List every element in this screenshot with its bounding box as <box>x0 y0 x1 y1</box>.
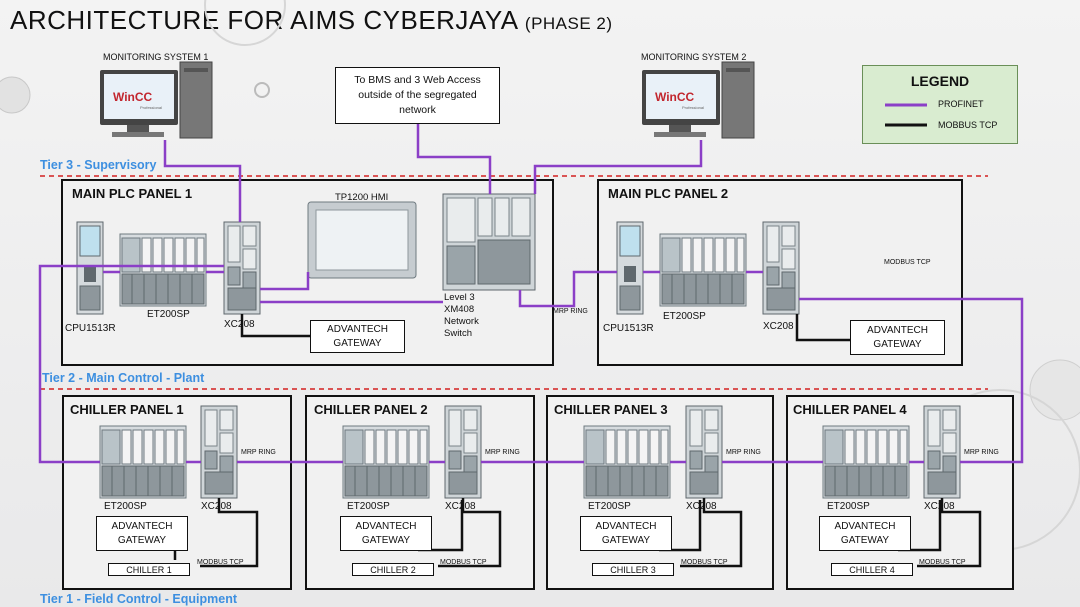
switch-label: Level 3 XM408 Network Switch <box>444 292 479 339</box>
chiller-panel-3-title: CHILLER PANEL 3 <box>554 402 668 417</box>
main-panel-2-modbus-label: MODBUS TCP <box>884 259 931 266</box>
monitoring-system-1-computer: WinCC Professional <box>100 61 213 139</box>
cpu-1-label: CPU1513R <box>65 323 116 334</box>
wincc-edition-2: Professional <box>682 105 704 110</box>
xc208-chiller-3-device <box>685 405 723 499</box>
xc208-chiller-1-label: XC208 <box>201 501 232 512</box>
cpu1513r-2-device <box>616 221 644 315</box>
advantech-gateway-chiller-1: ADVANTECH GATEWAY <box>96 516 188 551</box>
wincc-logo-2: WinCC <box>655 90 695 104</box>
advantech-gateway-chiller-3: ADVANTECH GATEWAY <box>580 516 672 551</box>
advantech-gateway-main-2: ADVANTECH GATEWAY <box>850 320 945 355</box>
xc208-chiller-2-device <box>444 405 482 499</box>
wincc-edition-1: Professional <box>140 105 162 110</box>
tp1200-hmi-device <box>307 201 417 279</box>
cpu-2-label: CPU1513R <box>603 323 654 334</box>
xc208-main-2-device <box>762 221 800 315</box>
modbus-chiller-1-label: MODBUS TCP <box>197 559 244 566</box>
advantech-gateway-chiller-2: ADVANTECH GATEWAY <box>340 516 432 551</box>
chiller-1-box: CHILLER 1 <box>108 563 190 576</box>
modbus-wiring <box>173 314 982 568</box>
cpu1513r-1-device <box>76 221 104 315</box>
advantech-gateway-main-1: ADVANTECH GATEWAY <box>310 320 405 353</box>
legend-title: LEGEND <box>910 73 970 89</box>
et200sp-chiller-1-device <box>99 425 187 499</box>
et200sp-chiller-4-device <box>822 425 910 499</box>
et200sp-chiller-3-device <box>583 425 671 499</box>
monitoring-system-2-computer: WinCC Professional <box>642 61 755 139</box>
et200sp-main-2-device <box>659 233 747 307</box>
main-plc-panel-1-title: MAIN PLC PANEL 1 <box>72 186 193 201</box>
legend-profinet-label: PROFINET <box>938 99 984 109</box>
monitoring-system-1-label: MONITORING SYSTEM 1 <box>103 52 209 62</box>
xc208-main-1-label: XC208 <box>224 319 255 330</box>
xc208-main-1-device <box>223 221 261 315</box>
et200sp-chiller-4-label: ET200SP <box>827 501 870 512</box>
modbus-chiller-2-label: MODBUS TCP <box>440 559 487 566</box>
et200sp-chiller-2-label: ET200SP <box>347 501 390 512</box>
xc208-chiller-4-device <box>923 405 961 499</box>
xc208-main-2-label: XC208 <box>763 321 794 332</box>
bms-web-access-box: To BMS and 3 Web Access outside of the s… <box>335 67 500 124</box>
chiller-2-box: CHILLER 2 <box>352 563 434 576</box>
chiller-3-box: CHILLER 3 <box>592 563 674 576</box>
hmi-label: TP1200 HMI <box>335 192 389 203</box>
chiller-panel-1-title: CHILLER PANEL 1 <box>70 402 184 417</box>
mrp-ring-chiller-4-label: MRP RING <box>964 449 999 456</box>
tier-3-label: Tier 3 - Supervisory <box>40 158 157 172</box>
title-main: ARCHITECTURE FOR AIMS CYBERJAYA <box>10 5 518 35</box>
profinet-wiring <box>38 124 1024 464</box>
monitoring-system-2-label: MONITORING SYSTEM 2 <box>641 52 747 62</box>
xc208-chiller-1-device <box>200 405 238 499</box>
legend-modbus-label: MOBBUS TCP <box>938 120 998 130</box>
et200sp-chiller-2-device <box>342 425 430 499</box>
et200sp-main-2-label: ET200SP <box>663 311 706 322</box>
chiller-4-box: CHILLER 4 <box>831 563 913 576</box>
xc208-chiller-2-label: XC208 <box>445 501 476 512</box>
tier-1-label: Tier 1 - Field Control - Equipment <box>40 592 237 606</box>
xc208-chiller-3-label: XC208 <box>686 501 717 512</box>
tier-2-label: Tier 2 - Main Control - Plant <box>42 371 205 385</box>
xm408-switch-device <box>442 193 536 291</box>
et200sp-main-1-device <box>119 233 207 307</box>
legend: LEGEND PROFINET MOBBUS TCP <box>862 65 1018 144</box>
et200sp-chiller-1-label: ET200SP <box>104 501 147 512</box>
mrp-ring-chiller-2-label: MRP RING <box>485 449 520 456</box>
main-plc-panel-2-title: MAIN PLC PANEL 2 <box>608 186 729 201</box>
et200sp-chiller-3-label: ET200SP <box>588 501 631 512</box>
mrp-ring-chiller-3-label: MRP RING <box>726 449 761 456</box>
page-title: ARCHITECTURE FOR AIMS CYBERJAYA (PHASE 2… <box>10 5 613 36</box>
wincc-logo-1: WinCC <box>113 90 153 104</box>
mrp-ring-main-label: MRP RING <box>553 308 588 315</box>
advantech-gateway-chiller-4: ADVANTECH GATEWAY <box>819 516 911 551</box>
modbus-chiller-3-label: MODBUS TCP <box>681 559 728 566</box>
chiller-panel-2-title: CHILLER PANEL 2 <box>314 402 428 417</box>
modbus-chiller-4-label: MODBUS TCP <box>919 559 966 566</box>
title-sub: (PHASE 2) <box>524 14 613 33</box>
mrp-ring-chiller-1-label: MRP RING <box>241 449 276 456</box>
et200sp-main-1-label: ET200SP <box>147 309 190 320</box>
chiller-panel-4-title: CHILLER PANEL 4 <box>793 402 907 417</box>
xc208-chiller-4-label: XC208 <box>924 501 955 512</box>
